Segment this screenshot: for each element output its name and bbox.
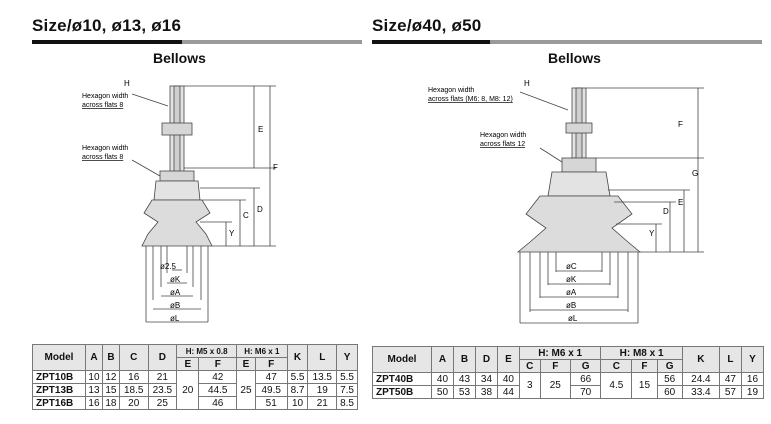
right-heading-rule	[372, 40, 762, 44]
right-label-H: H	[524, 79, 530, 88]
left-th-C: C	[118, 344, 149, 371]
right-label-hex2-line2: across flats 12	[480, 141, 525, 148]
left-th-F2: F	[254, 357, 288, 371]
left-label-K: øK	[170, 275, 181, 284]
left-label-hex2-line2: across flats 8	[82, 154, 123, 161]
right-label-F: F	[678, 120, 683, 129]
right-label-A: øA	[566, 288, 577, 297]
right-spec-table: Model A B D E H: M6 x 1 H: M8 x 1 K L Y …	[372, 346, 765, 399]
right-cell-C2: 4.5	[600, 372, 633, 399]
right-th-L: L	[718, 346, 742, 373]
left-label-D: D	[257, 205, 263, 214]
table-row: ZPT40B 40 43 34 40 3 25 66 4.5 15 56 24.…	[372, 372, 765, 399]
left-th-E1: E	[176, 357, 200, 371]
right-label-E: E	[678, 198, 683, 207]
right-th-F2: F	[631, 359, 658, 373]
left-label-d25: ø2.5	[160, 262, 177, 271]
right-label-G: G	[692, 169, 698, 178]
left-th-D: D	[147, 344, 178, 371]
right-th-F1: F	[539, 359, 571, 373]
table-row: ZPT50B 50 53 38 44 70 60 33.4 57 19	[372, 385, 765, 399]
left-label-Y: Y	[229, 229, 235, 238]
right-label-D: D	[663, 207, 669, 216]
right-th-h2: H: M8 x 1	[600, 346, 683, 360]
table-row: ZPT10B 10 12 16 21 20 42 25 47 5.5 13.5 …	[32, 370, 358, 410]
left-spec-table: Model A B C D H: M5 x 0.8 H: M6 x 1 K L …	[32, 344, 358, 410]
right-th-B: B	[452, 346, 476, 373]
left-cell-E2: 25	[236, 370, 256, 410]
left-th-model: Model	[32, 344, 86, 371]
right-bellows-drawing: H Hexagon width across flats (M6: 8, M8:…	[428, 79, 704, 324]
right-th-K: K	[681, 346, 720, 373]
right-th-h1: H: M6 x 1	[518, 346, 602, 360]
left-th-F1: F	[198, 357, 238, 371]
right-th-Y: Y	[740, 346, 765, 373]
right-cell-F2: 15	[631, 372, 658, 399]
right-th-C2: C	[600, 359, 633, 373]
right-subtitle: Bellows	[548, 50, 601, 66]
right-label-hex2-line1: Hexagon width	[480, 132, 526, 139]
table-row: ZPT16B 16 18 20 25 46 51 10 21 8.5	[32, 396, 358, 410]
right-label-L: øL	[568, 314, 578, 323]
right-th-G1: G	[569, 359, 602, 373]
right-cell-F1: 25	[539, 372, 571, 399]
right-cell-C1: 3	[518, 372, 541, 399]
right-label-hex1-line2: across flats (M6: 8, M8: 12)	[428, 96, 513, 103]
left-size-heading: Size/ø10, ø13, ø16	[32, 16, 182, 35]
left-th-K: K	[286, 344, 309, 371]
left-label-C: C	[243, 211, 249, 220]
left-subtitle: Bellows	[153, 50, 206, 66]
right-label-Y: Y	[649, 229, 655, 238]
left-label-E: E	[258, 125, 263, 134]
left-th-h2: H: M6 x 1	[236, 344, 288, 358]
left-label-H: H	[124, 79, 130, 88]
left-bellows-drawing: H Hexagon width across flats 8 Hexagon w…	[82, 79, 278, 323]
left-th-L: L	[307, 344, 338, 371]
right-th-G2: G	[656, 359, 683, 373]
right-label-C: øC	[566, 262, 577, 271]
left-th-Y: Y	[336, 344, 358, 371]
right-th-A: A	[431, 346, 454, 373]
left-th-B: B	[101, 344, 120, 371]
right-label-K: øK	[566, 275, 577, 284]
right-label-B: øB	[566, 301, 576, 310]
left-th-h1: H: M5 x 0.8	[176, 344, 238, 358]
left-label-hex1-line2: across flats 8	[82, 102, 123, 109]
left-th-A: A	[85, 344, 103, 371]
left-label-hex1-line1: Hexagon width	[82, 93, 128, 100]
left-label-hex2-line1: Hexagon width	[82, 145, 128, 152]
left-label-F: F	[273, 163, 278, 172]
right-th-C1: C	[518, 359, 541, 373]
left-cell-E1: 20	[176, 370, 200, 410]
right-th-E: E	[496, 346, 520, 373]
left-heading-rule	[32, 40, 362, 44]
right-th-D: D	[474, 346, 498, 373]
left-th-E2: E	[236, 357, 256, 371]
left-label-A: øA	[170, 288, 181, 297]
right-th-model: Model	[372, 346, 432, 373]
right-label-hex1-line1: Hexagon width	[428, 87, 474, 94]
left-label-L: øL	[170, 314, 180, 323]
left-label-B: øB	[170, 301, 180, 310]
right-size-heading: Size/ø40, ø50	[372, 16, 482, 35]
